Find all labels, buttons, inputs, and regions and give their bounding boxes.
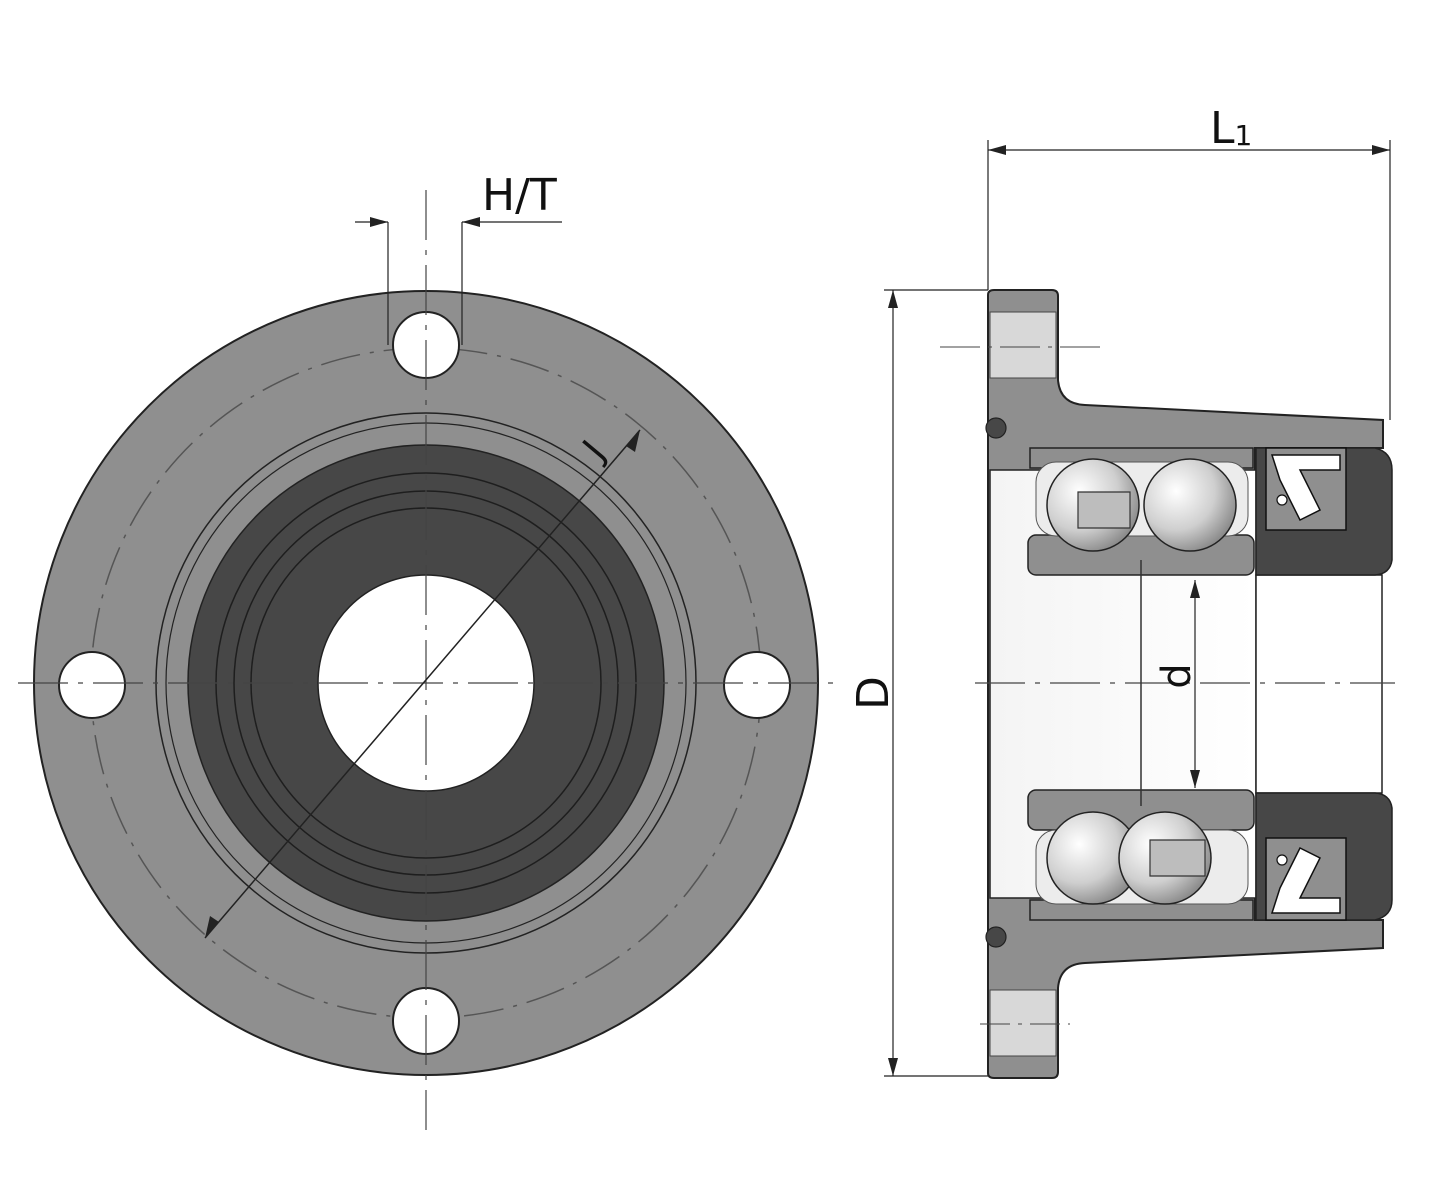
l1-sub: 1	[1235, 119, 1253, 152]
section-view: L1 D d	[848, 103, 1395, 1079]
section-bore-right	[1255, 574, 1383, 794]
l1-dimension: L1	[987, 103, 1391, 420]
ht-dimension: H/T	[355, 170, 562, 345]
d-outer-label: D	[848, 676, 899, 710]
d-bore-label: d	[1154, 663, 1200, 688]
ht-label: H/T	[482, 170, 557, 221]
cage-bottom	[1149, 839, 1206, 877]
d-outer-dimension: D	[848, 289, 988, 1077]
cage-top	[1077, 491, 1131, 529]
ball-top-right-icon	[1143, 458, 1237, 552]
flange-bore-top	[989, 311, 1057, 379]
l1-label: L1	[1210, 103, 1252, 154]
o-ring-top-icon	[985, 417, 1007, 439]
flange-bore-bottom	[989, 989, 1057, 1057]
mount-hole-left-icon	[58, 651, 126, 719]
o-ring-bottom-icon	[985, 926, 1007, 948]
mount-hole-right-icon	[723, 651, 791, 719]
d-bore-dimension: d	[1154, 580, 1200, 788]
seal-bottom-icon	[1265, 837, 1347, 921]
front-view: H/T J	[18, 170, 835, 1130]
l1-main: L	[1210, 103, 1235, 154]
seal-top-icon	[1265, 447, 1347, 531]
